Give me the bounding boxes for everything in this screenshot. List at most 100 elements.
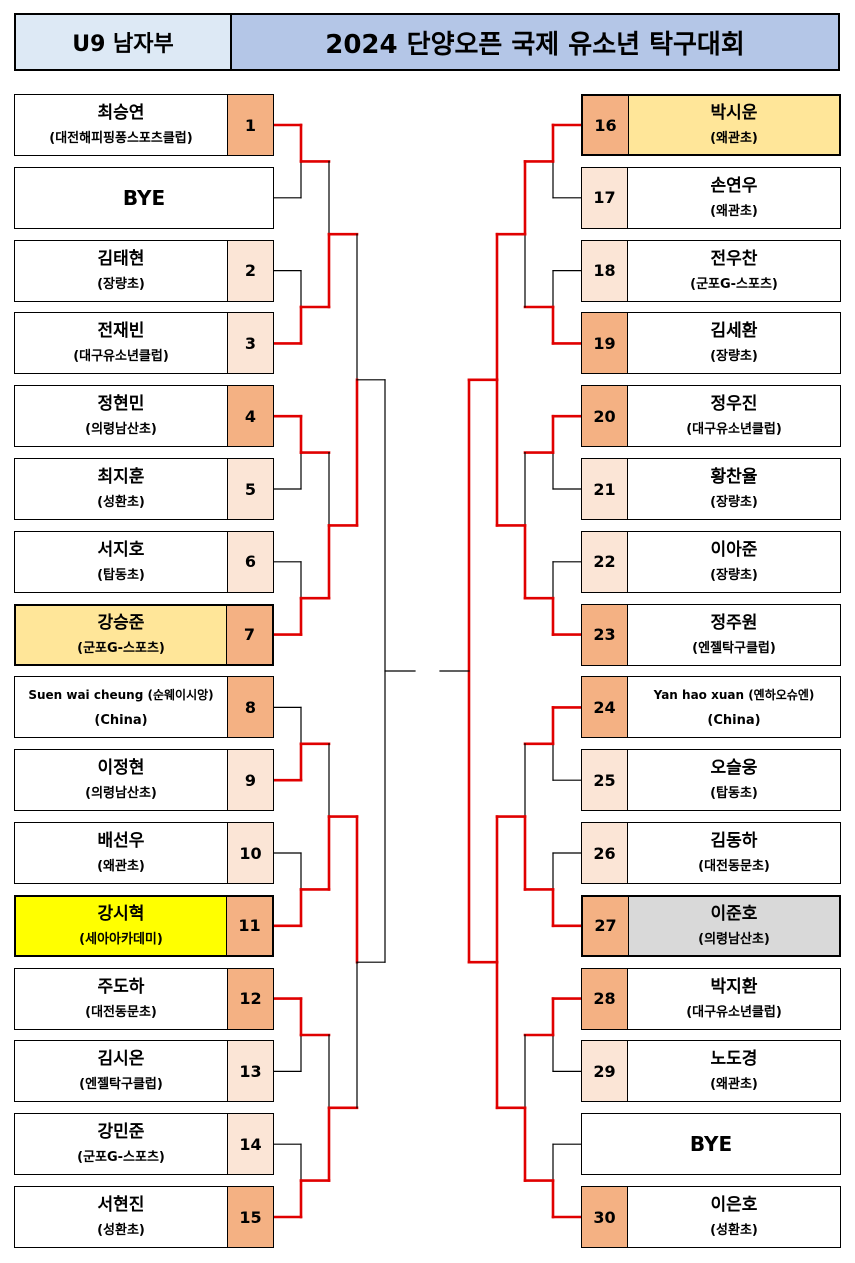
seed-number: 5 bbox=[227, 459, 273, 519]
player-name: 서지호 bbox=[97, 539, 145, 560]
seed-number: 12 bbox=[227, 968, 273, 1029]
seed-number: 13 bbox=[227, 1041, 273, 1102]
player-slot-left-6[interactable]: 서지호 (탑동초) 6 bbox=[14, 530, 274, 593]
player-club: (왜관초) bbox=[710, 131, 758, 146]
player-club: (군포G-스포츠) bbox=[77, 640, 165, 656]
player-slot-left-2[interactable]: 김태현 (장량초) 2 bbox=[14, 239, 274, 302]
player-club: (왜관초) bbox=[710, 1077, 758, 1093]
player-club: (China) bbox=[707, 713, 761, 729]
player-slot-left-4[interactable]: 정현민(의령남산초)4 bbox=[14, 385, 274, 448]
player-club: (엔젤탁구클럽) bbox=[79, 1077, 163, 1093]
player-name: 최승연 bbox=[97, 103, 145, 123]
player-slot-left-bye[interactable]: BYE bbox=[14, 166, 274, 229]
player-name: 강승준 bbox=[97, 612, 145, 633]
player-slot-left-14[interactable]: 강민준(군포G-스포츠)14 bbox=[14, 1113, 274, 1176]
seed-number: 9 bbox=[227, 750, 273, 811]
seed-number: 3 bbox=[227, 313, 273, 374]
seed-number: 18 bbox=[582, 240, 628, 301]
player-slot-left-8[interactable]: Suen wai cheung (순웨이시앙) (China) 8 bbox=[14, 676, 274, 739]
bye-label: BYE bbox=[122, 185, 166, 210]
player-club: (장량초) bbox=[710, 349, 758, 365]
player-club: (장량초) bbox=[97, 276, 145, 292]
player-slot-left-5[interactable]: 최지훈 (성환초) 5 bbox=[14, 458, 274, 520]
player-slot-left-7[interactable]: 강승준(군포G-스포츠)7 bbox=[14, 603, 274, 666]
seed-number: 17 bbox=[582, 167, 628, 228]
player-club: (대전동문초) bbox=[85, 1004, 157, 1020]
player-name: Suen wai cheung (순웨이시앙) bbox=[28, 688, 214, 703]
seed-number: 26 bbox=[582, 823, 628, 883]
player-name: 오슬웅 bbox=[710, 758, 758, 779]
player-name: 정우진 bbox=[710, 394, 758, 415]
seed-number: 19 bbox=[582, 313, 628, 374]
bracket-header: U9 남자부 2024 단양오픈 국제 유소년 탁구대회 bbox=[14, 13, 840, 71]
player-slot-right-bye[interactable]: BYE bbox=[581, 1113, 841, 1176]
seed-number: 6 bbox=[227, 531, 273, 592]
seed-number: 28 bbox=[582, 968, 628, 1029]
player-name: 김동하 bbox=[710, 831, 758, 851]
tournament-title: 2024 단양오픈 국제 유소년 탁구대회 bbox=[232, 15, 838, 69]
seed-number: 30 bbox=[582, 1187, 628, 1247]
seed-number: 16 bbox=[583, 96, 629, 154]
player-name: 노도경 bbox=[710, 1049, 758, 1070]
player-club: (China) bbox=[94, 713, 148, 729]
player-name: 김태현 bbox=[97, 248, 145, 269]
seed-number: 20 bbox=[582, 386, 628, 447]
player-slot-left-13[interactable]: 김시온(엔젤탁구클럽)13 bbox=[14, 1040, 274, 1103]
player-slot-right-29[interactable]: 29 노도경 (왜관초) bbox=[581, 1040, 841, 1103]
seed-number: 10 bbox=[227, 823, 273, 883]
player-club: (대전동문초) bbox=[698, 859, 770, 874]
player-name: 황찬율 bbox=[710, 467, 758, 487]
player-club: (군포G-스포츠) bbox=[690, 276, 778, 292]
player-club: (군포G-스포츠) bbox=[77, 1150, 165, 1166]
player-name: 정현민 bbox=[97, 394, 145, 415]
seed-number: 25 bbox=[582, 750, 628, 811]
seed-number: 8 bbox=[227, 677, 273, 738]
seed-number: 22 bbox=[582, 531, 628, 592]
seed-number: 14 bbox=[227, 1114, 273, 1175]
player-club: (의령남산초) bbox=[85, 786, 157, 802]
player-name: 전재빈 bbox=[97, 321, 145, 342]
player-slot-left-9[interactable]: 이정현 (의령남산초) 9 bbox=[14, 749, 274, 812]
player-slot-left-3[interactable]: 전재빈 (대구유소년클럽) 3 bbox=[14, 312, 274, 375]
bye-label: BYE bbox=[689, 1132, 733, 1157]
seed-number: 29 bbox=[582, 1041, 628, 1102]
player-name: 김세환 bbox=[710, 321, 758, 342]
player-name: Yan hao xuan (옌하오슈엔) bbox=[653, 688, 815, 703]
player-slot-left-15[interactable]: 서현진(성환초)15 bbox=[14, 1186, 274, 1248]
player-club: (성환초) bbox=[97, 495, 145, 510]
player-name: 최지훈 bbox=[97, 467, 145, 487]
player-name: 이정현 bbox=[97, 758, 145, 779]
player-name: 이아준 bbox=[710, 539, 758, 560]
seed-number: 2 bbox=[227, 240, 273, 301]
player-club: (장량초) bbox=[710, 495, 758, 510]
player-slot-left-1[interactable]: 최승연(대전해피핑퐁스포츠클럽)1 bbox=[14, 94, 274, 156]
player-slot-right-26[interactable]: 26 김동하 (대전동문초) bbox=[581, 822, 841, 884]
player-slot-right-16[interactable]: 16 박시운 (왜관초) bbox=[581, 94, 841, 156]
seed-number: 15 bbox=[227, 1187, 273, 1247]
player-slot-left-11[interactable]: 강시혁(세아아카데미)11 bbox=[14, 894, 274, 957]
player-club: (왜관초) bbox=[710, 203, 758, 219]
player-name: 이준호 bbox=[710, 903, 758, 924]
player-club: (대구유소년클럽) bbox=[73, 349, 169, 365]
player-name: 박시운 bbox=[710, 103, 758, 123]
player-club: (왜관초) bbox=[97, 859, 145, 874]
player-slot-left-12[interactable]: 주도하(대전동문초)12 bbox=[14, 967, 274, 1030]
seed-number: 23 bbox=[582, 604, 628, 665]
player-slot-right-19[interactable]: 19 김세환 (장량초) bbox=[581, 312, 841, 375]
player-club: (대전해피핑퐁스포츠클럽) bbox=[49, 131, 193, 146]
player-club: (성환초) bbox=[97, 1223, 145, 1238]
player-slot-left-10[interactable]: 배선우(왜관초)10 bbox=[14, 822, 274, 884]
player-club: (탑동초) bbox=[97, 567, 145, 583]
